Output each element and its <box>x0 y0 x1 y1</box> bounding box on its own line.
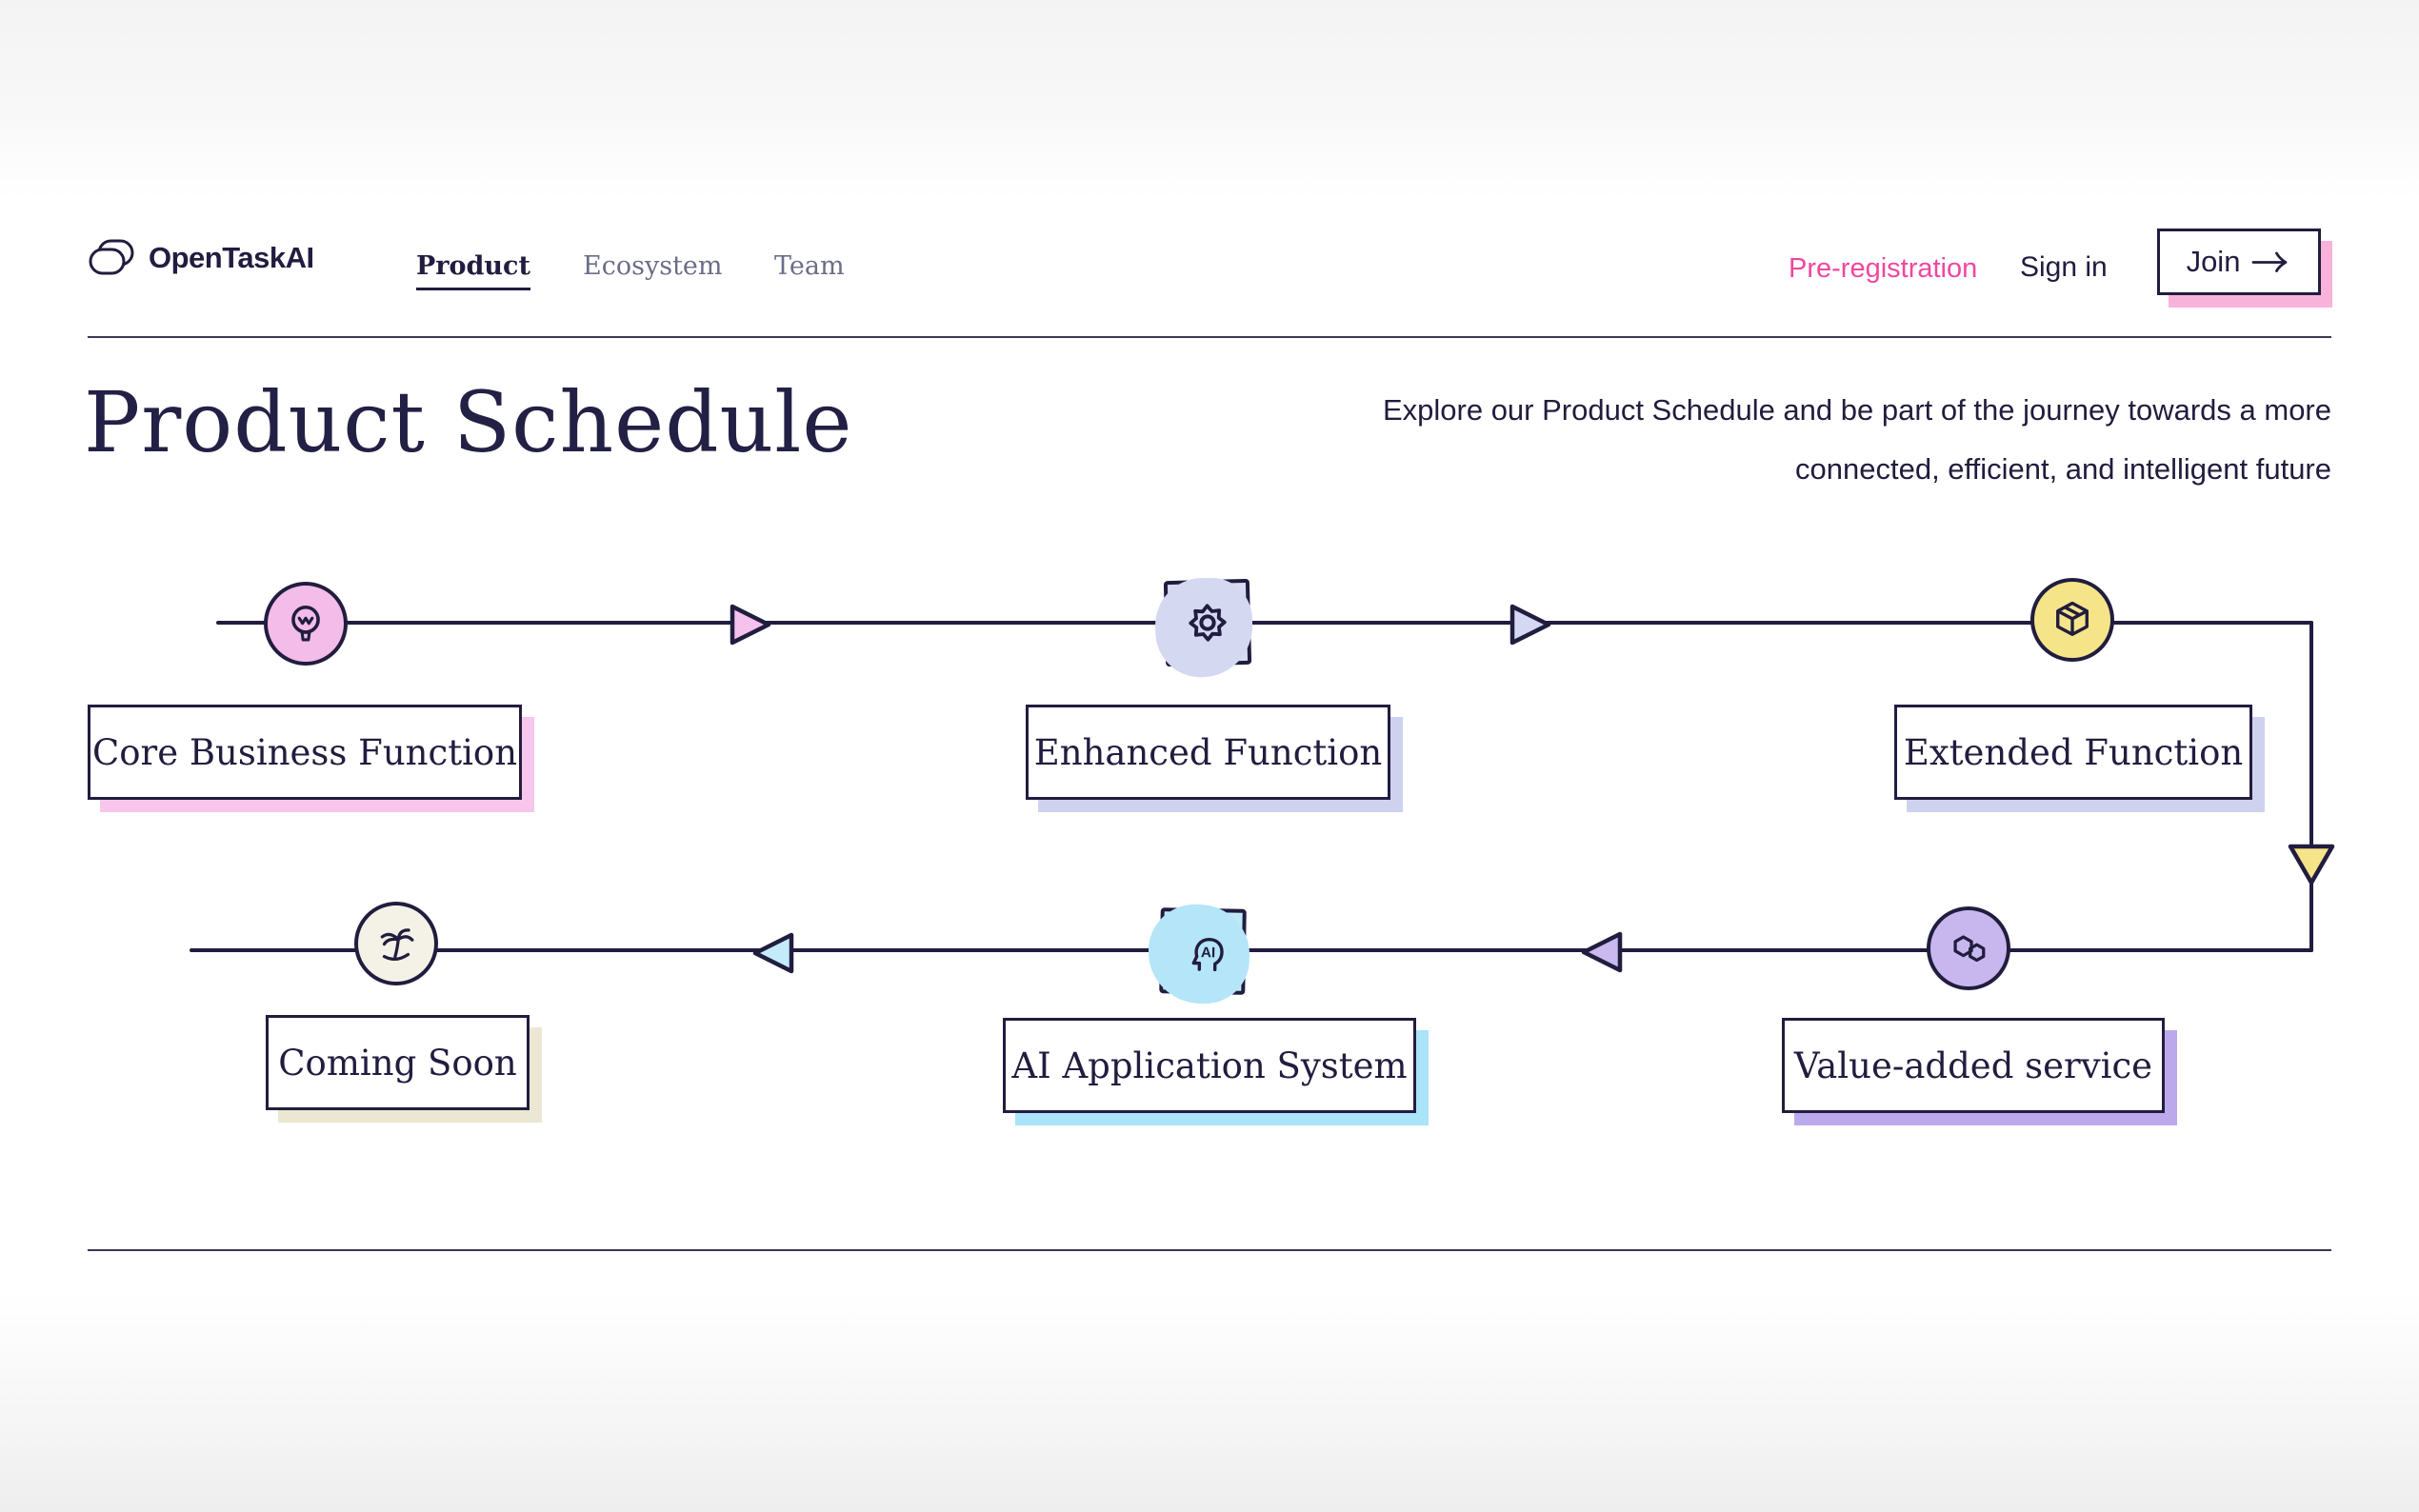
arrow-right-icon <box>2251 249 2291 274</box>
bottom-divider <box>88 1249 2331 1251</box>
bottom-gradient-band <box>0 1293 2419 1512</box>
label-text: AI Application System <box>1011 1044 1408 1086</box>
brand-name: OpenTaskAI <box>149 241 314 274</box>
arrow-down-icon <box>2286 840 2337 887</box>
label-text: Core Business Function <box>91 731 518 773</box>
label-ai-application-system: AI Application System <box>1003 1018 1416 1113</box>
label-value-added-service: Value-added service <box>1782 1018 2165 1113</box>
nav-item-product[interactable]: Product <box>416 251 530 290</box>
timeline-vertical-line <box>2309 621 2313 952</box>
package-icon <box>2049 597 2095 643</box>
header-divider <box>88 336 2331 338</box>
join-button[interactable]: Join <box>2157 229 2321 295</box>
enhanced-function-node <box>1163 578 1252 667</box>
page-subtitle-line2: connected, efficient, and intelligent fu… <box>1795 452 2331 486</box>
nav-item-ecosystem[interactable]: Ecosystem <box>583 251 723 281</box>
gear-icon <box>1182 597 1232 647</box>
label-text: Coming Soon <box>278 1042 517 1084</box>
ai-icon-text: AI <box>1201 945 1216 961</box>
arrow-left-2-icon <box>1579 929 1627 975</box>
label-core-business-function: Core Business Function <box>88 705 522 800</box>
nav-item-team[interactable]: Team <box>774 251 845 281</box>
timeline-row1-line <box>216 621 2313 625</box>
label-coming-soon: Coming Soon <box>266 1015 530 1110</box>
lightbulb-icon <box>284 602 328 646</box>
palm-tree-icon <box>372 920 420 967</box>
coming-soon-node <box>354 902 438 985</box>
ai-application-node: AI <box>1159 907 1247 995</box>
page-subtitle-line1: Explore our Product Schedule and be part… <box>1382 393 2331 427</box>
label-text: Extended Function <box>1903 731 2244 773</box>
timeline-row2-line <box>190 948 2313 952</box>
polygon-icon <box>1945 925 1992 972</box>
page-title: Product Schedule <box>84 373 853 471</box>
sign-in-link[interactable]: Sign in <box>2020 251 2108 283</box>
value-added-node <box>1927 906 2010 990</box>
join-button-label: Join <box>2186 245 2241 278</box>
arrow-left-1-icon <box>750 930 798 976</box>
arrow-right-2-icon <box>1506 602 1553 647</box>
core-business-node <box>264 582 348 666</box>
extended-function-node <box>2030 578 2114 662</box>
label-text: Value-added service <box>1793 1044 2153 1086</box>
arrow-right-1-icon <box>726 602 773 647</box>
brand: OpenTaskAI <box>88 238 314 278</box>
label-text: Enhanced Function <box>1033 731 1383 773</box>
opentaskai-logo-icon <box>88 238 135 278</box>
label-extended-function: Extended Function <box>1894 705 2252 800</box>
pre-registration-link[interactable]: Pre-registration <box>1789 253 1978 284</box>
top-gradient-band <box>0 0 2419 200</box>
ai-head-icon: AI <box>1178 926 1229 977</box>
label-enhanced-function: Enhanced Function <box>1026 705 1390 800</box>
page-subtitle: Explore our Product Schedule and be part… <box>1383 381 2331 499</box>
